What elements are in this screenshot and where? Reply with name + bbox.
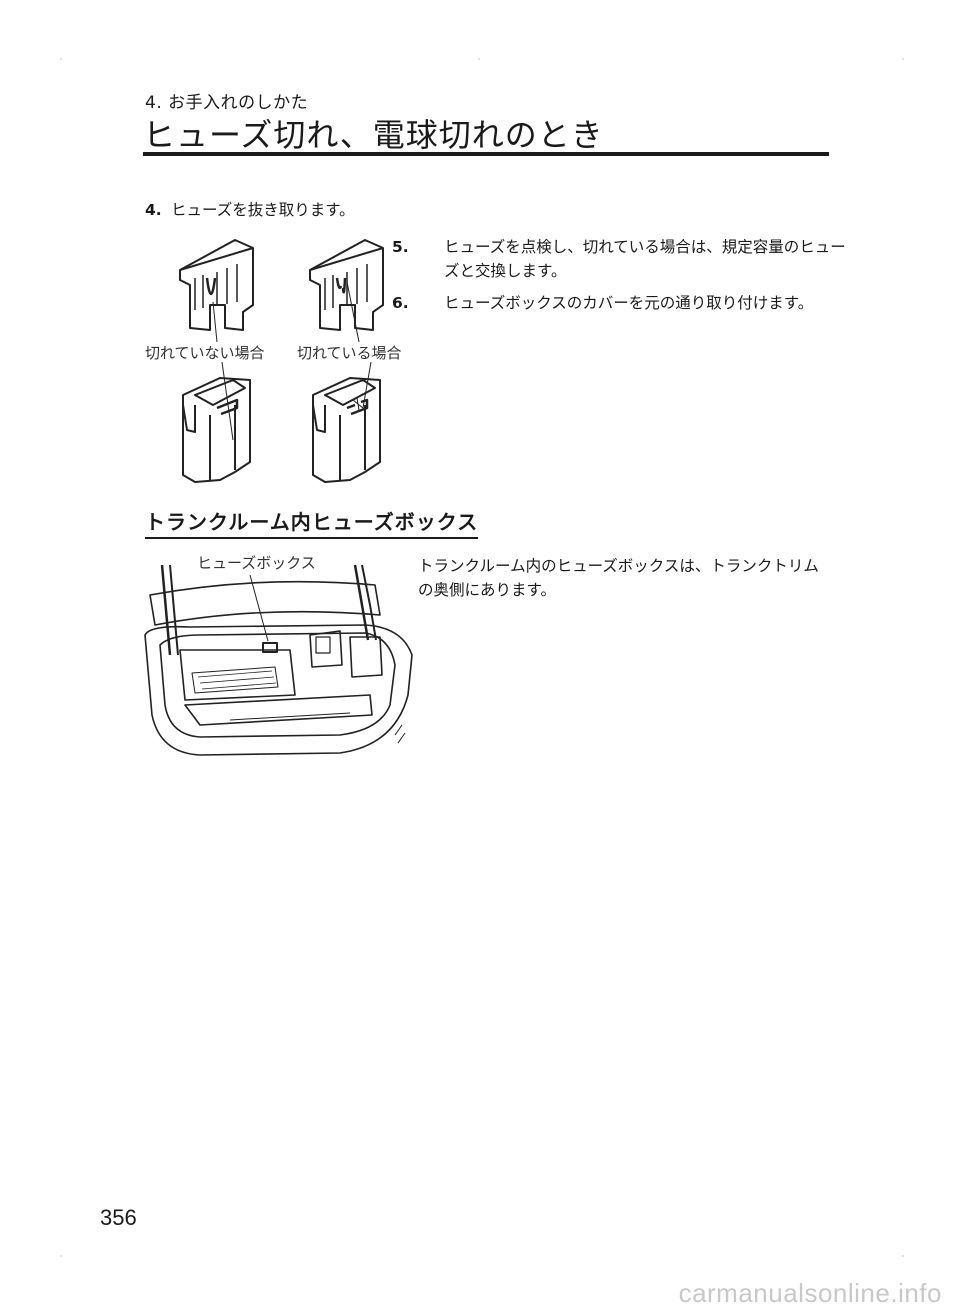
registration-mark	[478, 58, 480, 60]
watermark: carmanualsonline.info	[678, 1278, 942, 1308]
step-text: ヒューズボックスのカバーを元の通り取り付けます。	[444, 294, 814, 312]
step-5: 5. ヒューズを点検し、切れている場合は、規定容量のヒューズと交換します。	[392, 235, 856, 283]
trunk-fuse-description: トランクルーム内のヒューズボックスは、トランクトリムの奥側にあります。	[418, 557, 819, 599]
leader-line	[362, 361, 372, 409]
step-4: 4. ヒューズを抜き取ります。	[145, 198, 355, 222]
trunk-illustration	[144, 564, 413, 756]
leader-line	[221, 361, 234, 441]
fuse-ok-top	[179, 239, 254, 331]
leader-line	[249, 574, 269, 642]
section-heading: トランクルーム内ヒューズボックス	[145, 506, 479, 539]
fuse-blown-top	[309, 239, 384, 331]
title-rule	[143, 152, 829, 156]
registration-mark	[902, 1255, 904, 1257]
step-number: 4.	[145, 201, 162, 219]
section-label: 4. お手入れのしかた	[145, 93, 309, 113]
step-number: 5.	[392, 238, 409, 256]
step-number: 6.	[392, 294, 409, 312]
fuse-illustration	[179, 239, 384, 483]
step-text: ヒューズを抜き取ります。	[171, 201, 355, 219]
step-6: 6. ヒューズボックスのカバーを元の通り取り付けます。	[392, 291, 856, 315]
step-text: ヒューズを点検し、切れている場合は、規定容量のヒューズと交換します。	[444, 238, 846, 280]
label-not-blown: 切れていない場合	[145, 344, 265, 362]
fuse-ok-bottom	[182, 377, 251, 483]
registration-mark	[60, 58, 62, 60]
registration-mark	[902, 58, 904, 60]
page-title: ヒューズ切れ、電球切れのとき	[143, 116, 604, 154]
label-fuse-box: ヒューズボックス	[197, 554, 316, 572]
leader-line	[212, 301, 218, 343]
page-number: 356	[100, 1205, 137, 1230]
leader-line	[346, 281, 360, 343]
registration-mark	[60, 1255, 62, 1257]
label-blown: 切れている場合	[297, 344, 402, 362]
fuse-blown-bottom	[312, 377, 381, 483]
